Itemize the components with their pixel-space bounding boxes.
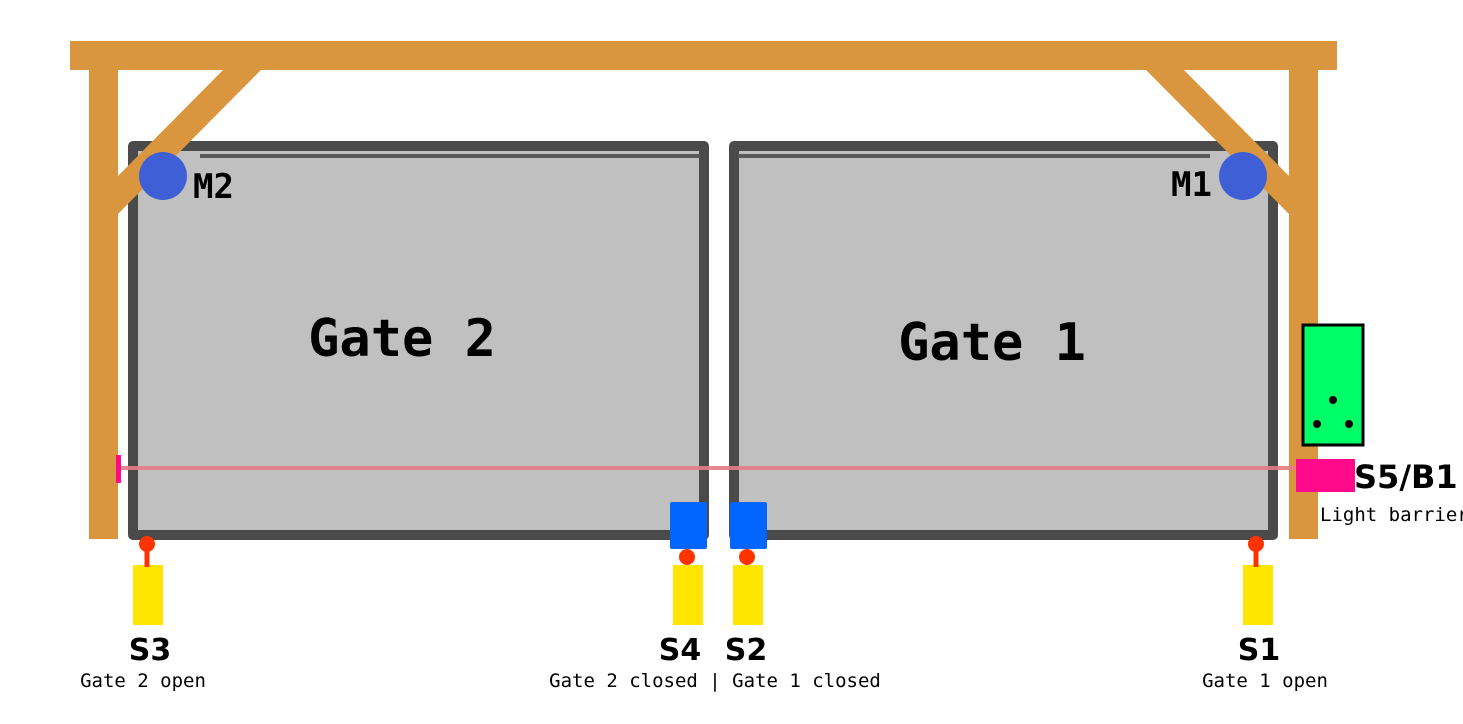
gate-1-panel [729,141,1278,540]
motor-m2: M2 [139,152,234,207]
gate-1: Gate 1 [729,141,1278,540]
sensor-s1-caption: Gate 1 open [1202,670,1328,692]
control-box-terminal [1313,420,1321,428]
sensor-s1-label: S1 [1238,633,1280,668]
light-barrier: S5/B1 Light barrier [116,455,1463,526]
sensor-s2-body [733,565,763,625]
gate-1-label: Gate 1 [898,313,1086,373]
control-box [1301,323,1365,447]
light-barrier-emitter [1296,459,1355,492]
light-barrier-caption: Light barrier [1320,504,1463,526]
frame-left-post [89,41,118,539]
sensor-s3-body [133,565,163,625]
motor-m2-icon [139,152,187,200]
sensor-s1-tip [1248,536,1264,552]
closed-sensors-caption: Gate 2 closed | Gate 1 closed [549,670,881,692]
control-box-body [1301,323,1365,447]
sensor-s1-body [1243,565,1273,625]
gate-2: Gate 2 [128,141,709,540]
control-box-terminal [1345,420,1353,428]
light-barrier-reflector [116,455,121,483]
motor-m1-icon [1219,152,1267,200]
sensor-s3-label: S3 [129,633,171,668]
sensor-s2-tip [739,549,755,565]
sensor-s4: S4 [659,549,703,668]
control-box-terminal [1329,396,1337,404]
sensor-s4-tip [679,549,695,565]
gate-1-closed-striker [730,502,767,549]
sensor-s2: S2 [725,549,767,668]
sensor-s4-label: S4 [659,633,701,668]
sensor-s3-tip [139,536,155,552]
gate-2-label: Gate 2 [308,309,496,369]
gate-2-closed-striker [670,502,707,549]
motor-m1-label: M1 [1171,165,1212,205]
motor-m2-label: M2 [193,167,234,207]
sensor-s3: S3 Gate 2 open [80,536,206,692]
light-barrier-label: S5/B1 [1354,458,1458,496]
sensor-s2-label: S2 [725,633,767,668]
gate-2-panel [128,141,709,540]
sensor-s3-caption: Gate 2 open [80,670,206,692]
frame-right-post [1289,41,1318,539]
motor-m1: M1 [1171,152,1267,205]
sensor-s1: S1 Gate 1 open [1202,536,1328,692]
sensor-s4-body [673,565,703,625]
frame-top-beam [70,41,1337,70]
